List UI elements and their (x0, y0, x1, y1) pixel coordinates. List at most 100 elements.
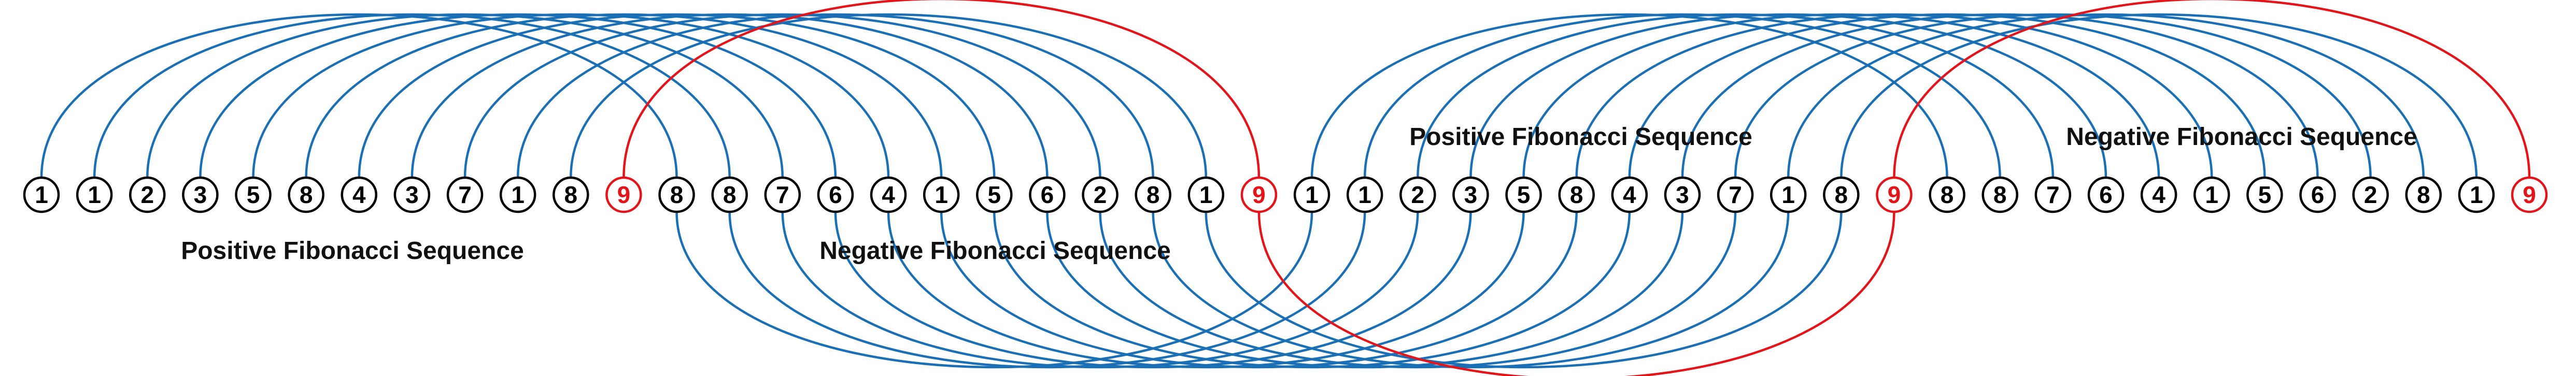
digit-node: 8 (1135, 176, 1171, 213)
digit-node-ring (1823, 176, 1860, 213)
digit-node-ring (923, 176, 960, 213)
digit-node-ring (1505, 176, 1542, 213)
digit-node: 8 (1823, 176, 1860, 213)
arc-lower-middle-13 (728, 211, 1366, 369)
digit-node-value: 4 (2152, 181, 2165, 208)
digit-node-ring (1876, 176, 1913, 213)
digit-node-value: 1 (1781, 181, 1795, 208)
digit-node: 1 (23, 176, 60, 213)
arc-upper-second-35 (1893, 0, 2531, 178)
arc-upper-second-25 (1363, 13, 2001, 178)
digit-node-value: 5 (247, 181, 260, 208)
digit-node-value: 4 (882, 181, 895, 208)
digit-node-ring (1981, 176, 2018, 213)
digit-node-ring (1346, 176, 1383, 213)
digit-node-ring (2246, 176, 2283, 213)
digit-node-ring (2352, 176, 2389, 213)
arc-upper-second-32 (1734, 13, 2372, 178)
arc-upper-first-6 (358, 13, 996, 178)
digit-node-value: 6 (2311, 181, 2325, 208)
digit-node-ring (1135, 176, 1171, 213)
digit-node: 1 (1346, 176, 1383, 213)
digit-node-value: 4 (352, 181, 366, 208)
digit-node-value: 1 (2470, 181, 2483, 208)
arc-lower-middle-15 (834, 211, 1472, 369)
digit-node-ring (1664, 176, 1701, 213)
arc-upper-second-31 (1681, 13, 2319, 178)
arc-lower-middle-16 (887, 211, 1525, 369)
digit-node-ring (1717, 176, 1754, 213)
arc-lower-middle-14 (781, 211, 1419, 369)
digit-node-ring (870, 176, 907, 213)
digit-node-ring (976, 176, 1013, 213)
digit-node: 9 (1876, 176, 1913, 213)
digit-node-ring (341, 176, 378, 213)
digit-node: 4 (1611, 176, 1648, 213)
digit-node: 8 (1981, 176, 2018, 213)
digit-node-ring (1452, 176, 1489, 213)
digit-node-value: 8 (1570, 181, 1583, 208)
digit-node-ring (1029, 176, 1066, 213)
arc-upper-first-3 (199, 13, 837, 178)
digit-node-value: 3 (194, 181, 207, 208)
arc-upper-second-27 (1469, 13, 2107, 178)
digit-node: 6 (2299, 176, 2336, 213)
digit-node-value: 1 (511, 181, 525, 208)
digit-node-value: 9 (1888, 181, 1901, 208)
arc-upper-second-34 (1840, 13, 2478, 178)
arc-upper-second-24 (1310, 13, 1948, 178)
digit-node: 4 (870, 176, 907, 213)
digit-node-ring (1558, 176, 1595, 213)
digit-node-ring (1082, 176, 1119, 213)
digit-node-value: 8 (723, 181, 737, 208)
digit-node-value: 5 (2258, 181, 2272, 208)
arc-upper-second-28 (1522, 13, 2160, 178)
digit-node-ring (1611, 176, 1648, 213)
digit-node-ring (235, 176, 272, 213)
digit-node-ring (2140, 176, 2177, 213)
arc-upper-first-10 (570, 13, 1208, 178)
digit-node-value: 8 (1993, 181, 2007, 208)
digit-node: 6 (1029, 176, 1066, 213)
digit-node-value: 8 (564, 181, 577, 208)
digit-node: 1 (1187, 176, 1225, 213)
digit-node-ring (764, 176, 801, 213)
digit-node-value: 3 (1676, 181, 1689, 208)
arc-upper-second-29 (1575, 13, 2213, 178)
digit-node: 9 (1240, 176, 1278, 213)
digit-node: 2 (2352, 176, 2389, 213)
digit-node-value: 9 (1252, 181, 1266, 208)
digit-node-value: 3 (1464, 181, 1478, 208)
arc-upper-second-33 (1787, 13, 2425, 178)
digit-node: 5 (976, 176, 1013, 213)
digit-node: 7 (2034, 176, 2072, 213)
digit-node-value: 2 (2364, 181, 2377, 208)
digit-node-ring (23, 176, 60, 213)
arc-upper-first-5 (305, 13, 943, 178)
sequence-labels: Positive Fibonacci Sequence Negative Fib… (181, 123, 2417, 265)
arc-upper-first-4 (252, 13, 890, 178)
digit-node-value: 1 (35, 181, 48, 208)
connection-arcs (40, 0, 2531, 376)
digit-node-ring (2458, 176, 2495, 213)
digit-node-ring (499, 176, 536, 213)
arc-upper-second-26 (1417, 13, 2055, 178)
digit-node-value: 8 (1147, 181, 1160, 208)
arc-lower-middle-20 (1099, 211, 1737, 369)
digit-node-value: 6 (1041, 181, 1054, 208)
digit-node: 3 (1452, 176, 1489, 213)
digit-node: 6 (2087, 176, 2125, 213)
digit-node: 2 (1082, 176, 1119, 213)
digit-node-value: 7 (1729, 181, 1742, 208)
digit-node-value: 1 (935, 181, 948, 208)
digit-node-ring (76, 176, 113, 213)
digit-node-ring (2193, 176, 2230, 213)
arc-lower-middle-21 (1152, 211, 1790, 369)
arc-upper-first-9 (516, 13, 1154, 178)
label-negative-sequence-1: Negative Fibonacci Sequence (819, 237, 1171, 265)
digit-node: 5 (2246, 176, 2283, 213)
digit-node: 2 (129, 176, 166, 213)
digit-node-ring (2034, 176, 2072, 213)
digit-node: 2 (1399, 176, 1436, 213)
